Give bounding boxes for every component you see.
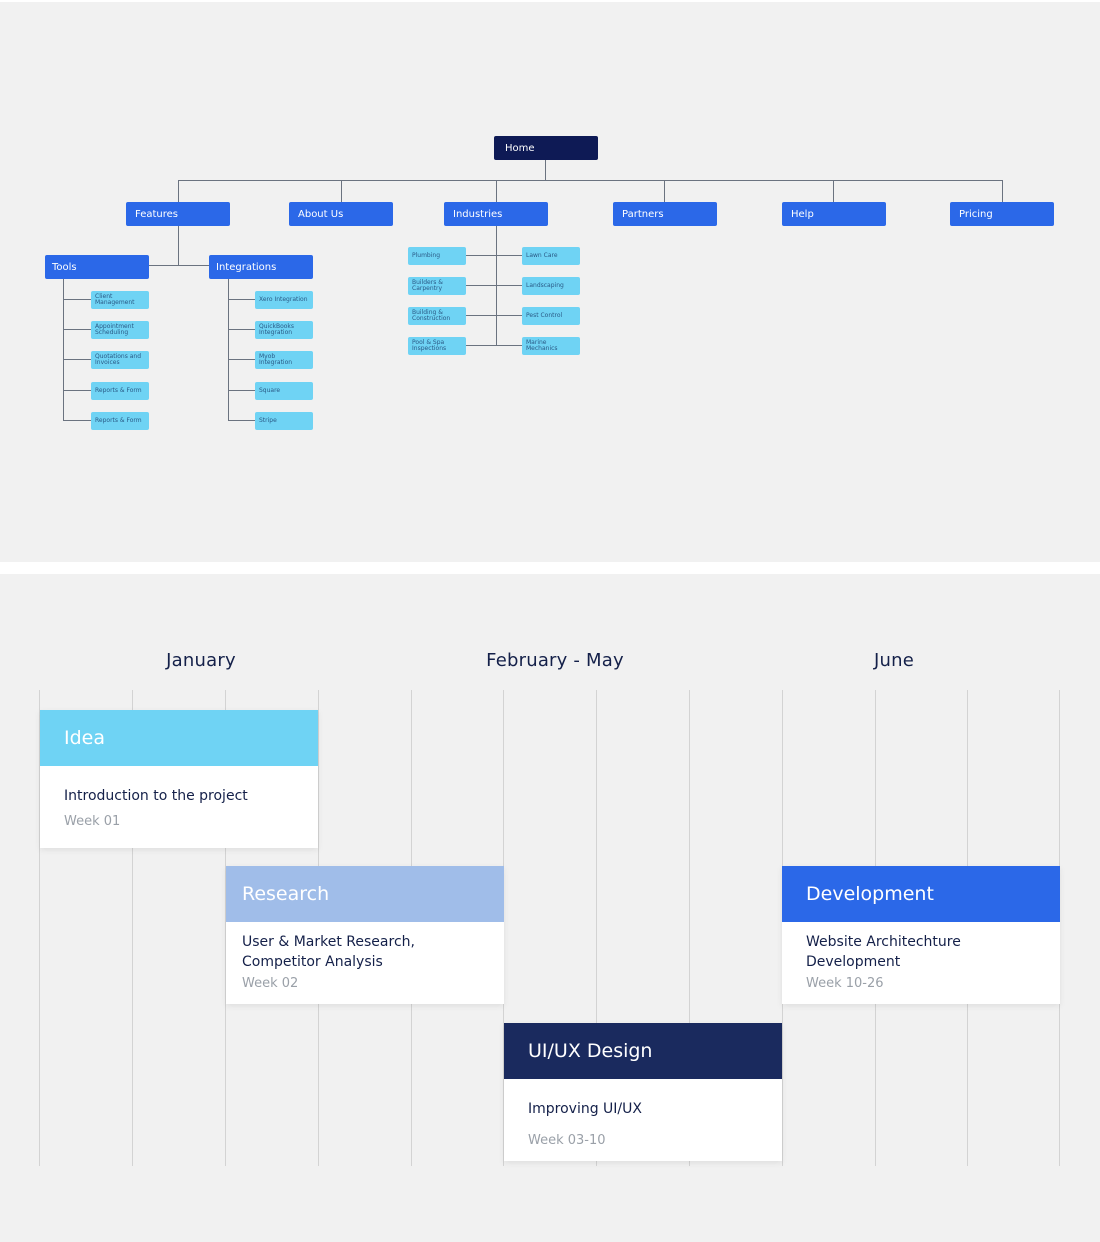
connector: [178, 180, 179, 202]
connector: [833, 180, 834, 202]
phase-card-week: Week 10-26: [806, 976, 884, 991]
leaf-integrations-4[interactable]: Square: [255, 382, 313, 400]
node-integrations[interactable]: Integrations: [209, 255, 313, 279]
leaf-tools-1[interactable]: Client Management: [91, 291, 149, 309]
phase-card-development[interactable]: Development Website Architechture Develo…: [782, 866, 1060, 1004]
node-about-us[interactable]: About Us: [289, 202, 393, 226]
connector: [63, 329, 91, 330]
connector: [1002, 180, 1003, 202]
month-label-june: June: [874, 650, 914, 671]
node-features[interactable]: Features: [126, 202, 230, 226]
connector: [148, 265, 209, 266]
phase-card-ui-ux-design[interactable]: UI/UX Design Improving UI/UX Week 03-10: [504, 1023, 782, 1161]
leaf-integrations-3[interactable]: Myob Integration: [255, 351, 313, 369]
node-pricing[interactable]: Pricing: [950, 202, 1054, 226]
connector: [228, 390, 255, 391]
grid-line: [596, 690, 597, 1166]
sitemap-panel: Home Features About Us Industries Partne…: [0, 2, 1100, 562]
connector: [465, 285, 522, 286]
connector: [63, 299, 91, 300]
connector: [228, 329, 255, 330]
phase-card-header: Development: [782, 866, 1060, 922]
connector: [228, 420, 255, 421]
connector: [63, 390, 91, 391]
phase-card-research[interactable]: Research User & Market Research, Competi…: [226, 866, 504, 1004]
phase-card-week: Week 02: [242, 976, 299, 991]
grid-line: [689, 690, 690, 1166]
leaf-tools-5[interactable]: Reports & Form: [91, 412, 149, 430]
connector: [228, 277, 229, 421]
connector: [178, 225, 179, 265]
phase-card-title: User & Market Research, Competitor Analy…: [242, 934, 415, 970]
phase-card-header: Idea: [40, 710, 318, 766]
leaf-integrations-5[interactable]: Stripe: [255, 412, 313, 430]
node-tools[interactable]: Tools: [45, 255, 149, 279]
connector: [545, 160, 546, 180]
phase-card-title: Website Architechture Development: [806, 934, 961, 970]
phase-card-week: Week 01: [64, 814, 121, 829]
connector: [63, 359, 91, 360]
month-label-february-may: February - May: [486, 650, 624, 671]
month-label-january: January: [166, 650, 236, 671]
leaf-industry-right-4[interactable]: Marine Mechanics: [522, 337, 580, 355]
leaf-integrations-1[interactable]: Xero Integration: [255, 291, 313, 309]
node-help[interactable]: Help: [782, 202, 886, 226]
phase-card-header: Research: [226, 866, 504, 922]
leaf-industry-left-1[interactable]: Plumbing: [408, 247, 466, 265]
connector: [465, 345, 522, 346]
leaf-industry-left-3[interactable]: Building & Construction: [408, 307, 466, 325]
node-partners[interactable]: Partners: [613, 202, 717, 226]
connector: [664, 180, 665, 202]
connector: [465, 315, 522, 316]
connector: [228, 359, 255, 360]
node-home[interactable]: Home: [494, 136, 598, 160]
connector: [63, 277, 64, 421]
phase-card-title: Improving UI/UX: [528, 1101, 642, 1117]
timeline-panel: January February - May June Idea Introdu…: [0, 574, 1100, 1242]
leaf-tools-2[interactable]: Appointment Scheduling: [91, 321, 149, 339]
leaf-industry-right-3[interactable]: Pest Control: [522, 307, 580, 325]
node-industries[interactable]: Industries: [444, 202, 548, 226]
leaf-integrations-2[interactable]: QuickBooks Integration: [255, 321, 313, 339]
leaf-industry-left-2[interactable]: Builders & Carpentry: [408, 277, 466, 295]
phase-card-header: UI/UX Design: [504, 1023, 782, 1079]
grid-line: [39, 690, 40, 1166]
phase-card-title: Introduction to the project: [64, 788, 248, 804]
connector: [63, 420, 91, 421]
connector: [178, 180, 1002, 181]
leaf-industry-right-1[interactable]: Lawn Care: [522, 247, 580, 265]
phase-card-idea[interactable]: Idea Introduction to the project Week 01: [40, 710, 318, 848]
leaf-industry-left-4[interactable]: Pool & Spa Inspections: [408, 337, 466, 355]
leaf-tools-4[interactable]: Reports & Form: [91, 382, 149, 400]
leaf-tools-3[interactable]: Quotations and Invoices: [91, 351, 149, 369]
grid-line: [132, 690, 133, 1166]
connector: [228, 299, 255, 300]
connector: [496, 180, 497, 202]
grid-line: [225, 690, 226, 1166]
connector: [341, 180, 342, 202]
connector: [465, 255, 522, 256]
leaf-industry-right-2[interactable]: Landscaping: [522, 277, 580, 295]
phase-card-week: Week 03-10: [528, 1133, 606, 1148]
